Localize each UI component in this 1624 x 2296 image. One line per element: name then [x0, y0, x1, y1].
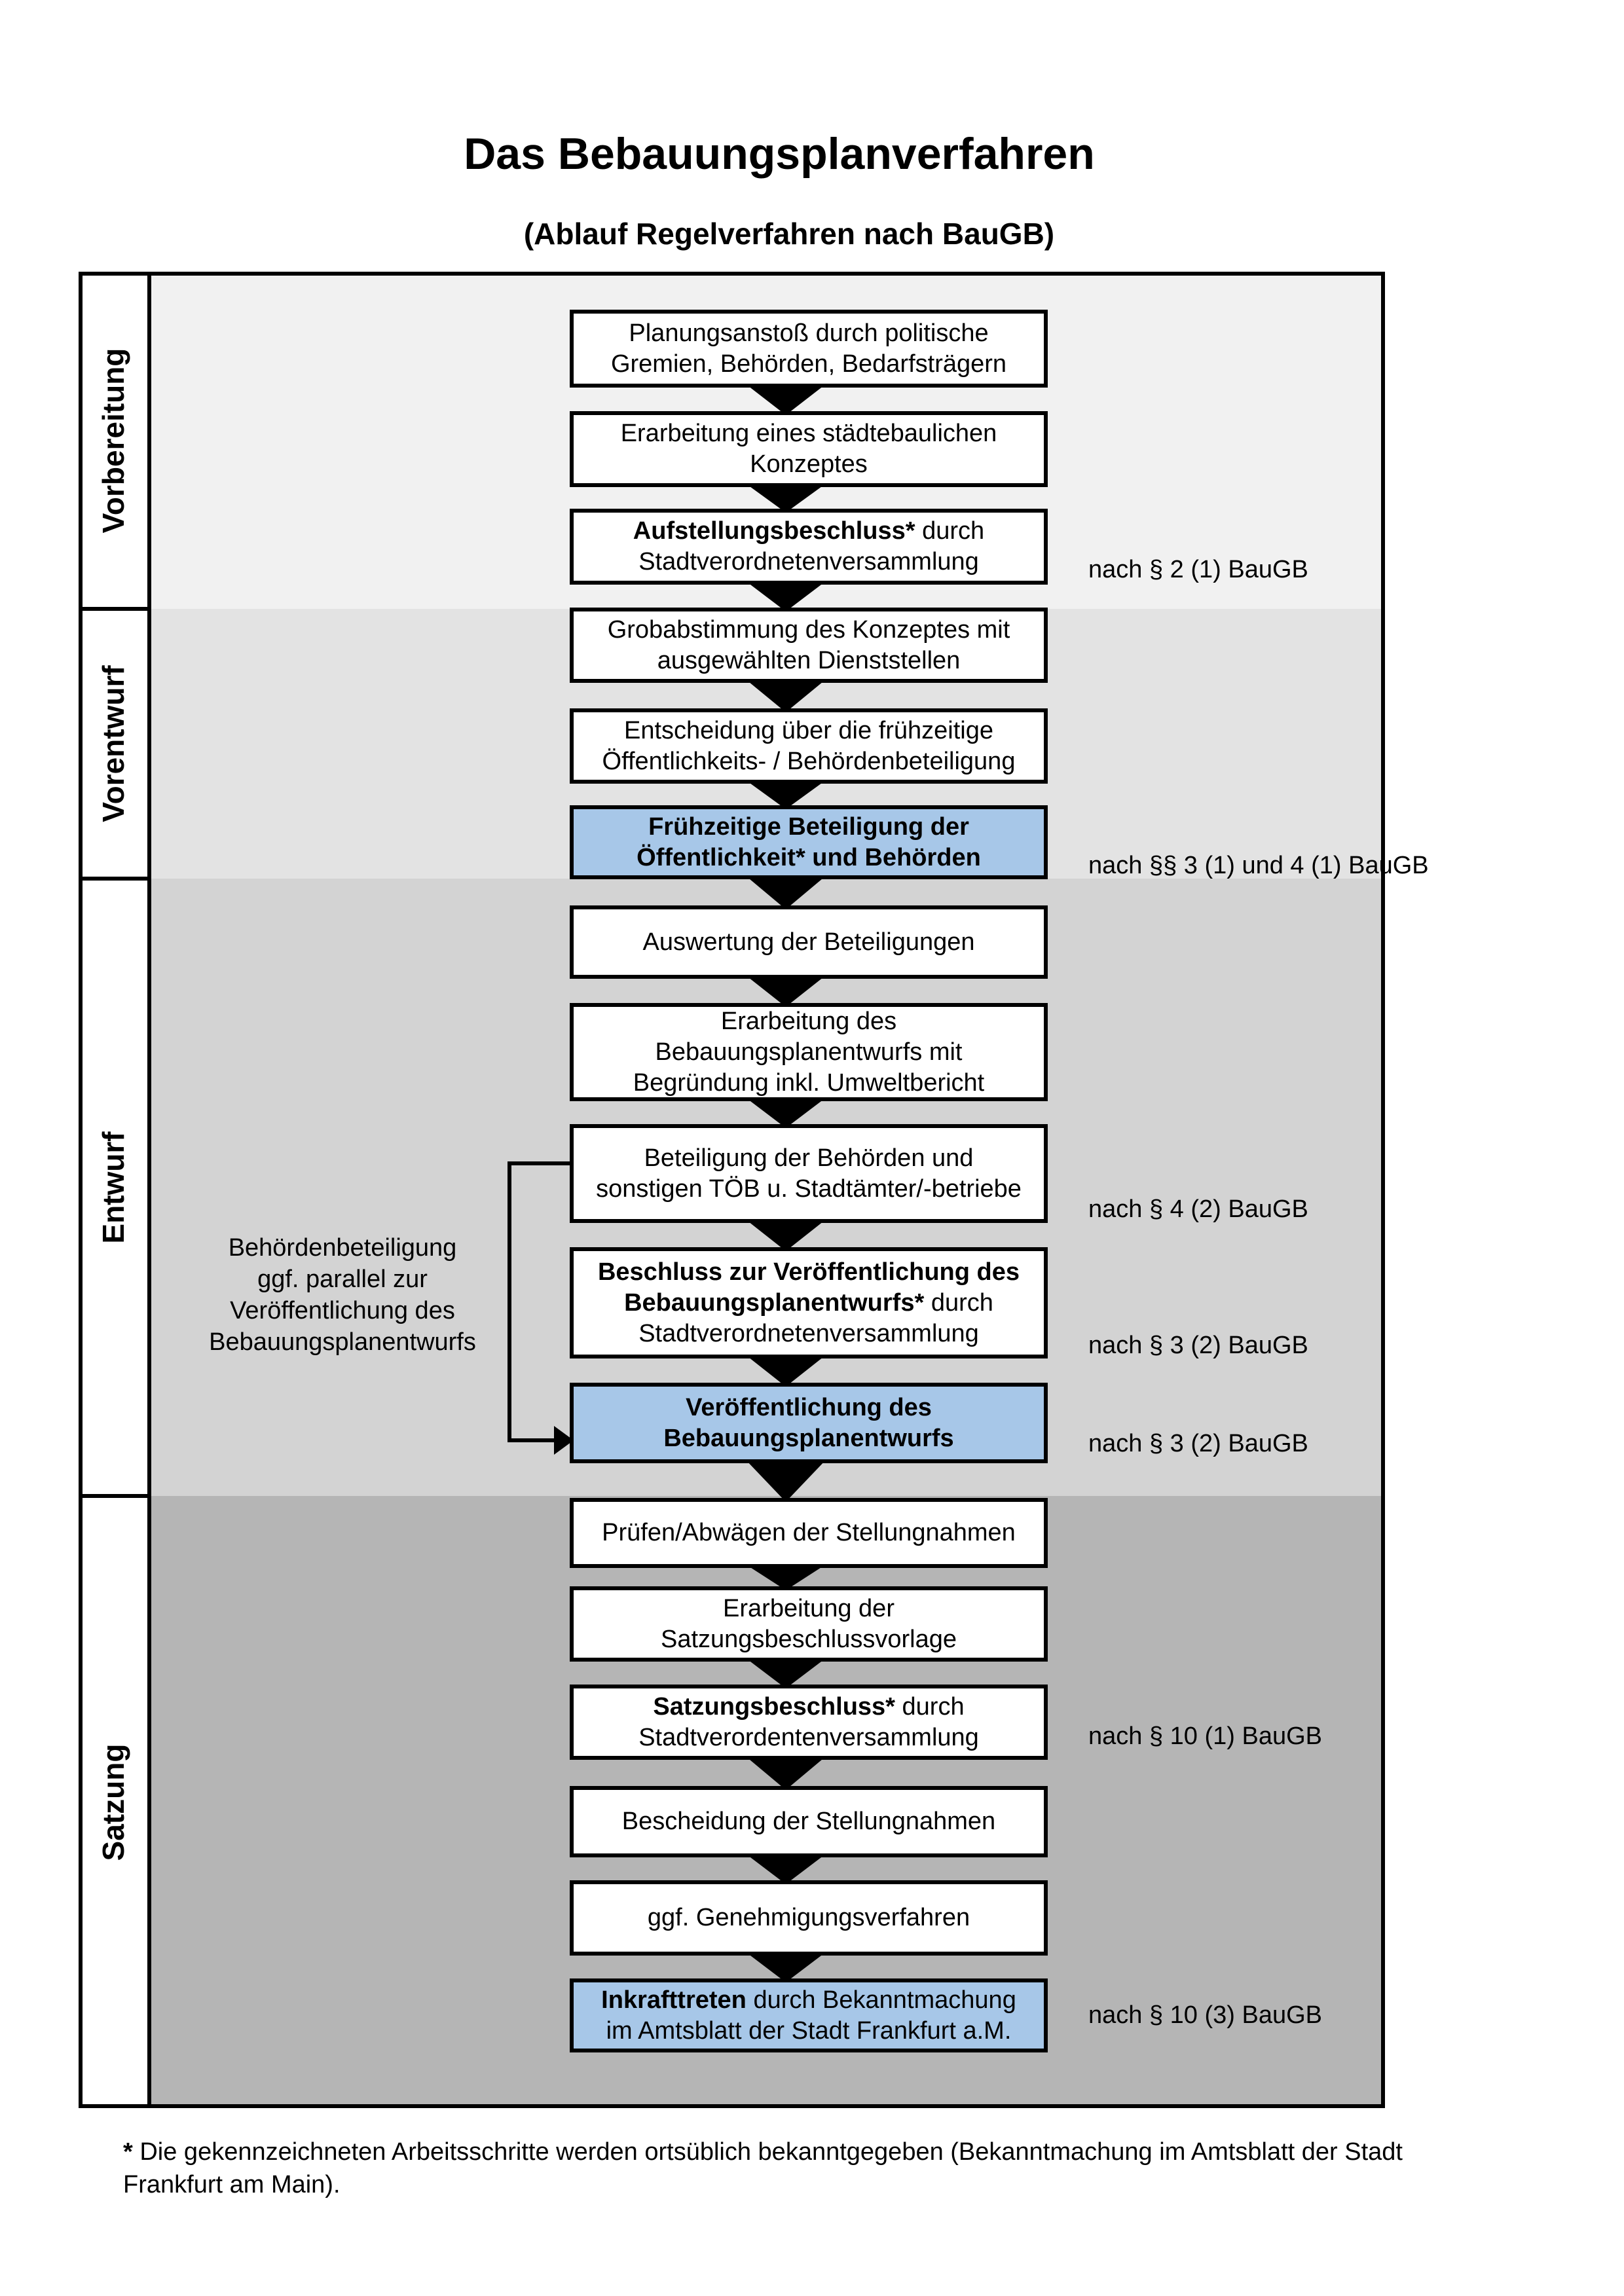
phase-label-column-divider	[147, 272, 151, 2108]
phase-row-separator	[81, 877, 151, 881]
flow-arrow-down-icon	[745, 1564, 826, 1590]
flow-step-auswertung-beteiligungen: Auswertung der Beteiligungen	[570, 905, 1048, 979]
phase-row-separator	[81, 1494, 151, 1498]
legal-reference: nach § 10 (1) BauGB	[1088, 1722, 1322, 1750]
phase-label-column	[83, 276, 147, 2104]
legal-reference: nach § 3 (2) BauGB	[1088, 1430, 1308, 1457]
flow-arrow-down-icon	[745, 1097, 826, 1128]
flow-arrow-down-icon	[745, 679, 826, 712]
phase-label-entwurf: Entwurf	[96, 1131, 130, 1244]
flow-arrow-down-icon	[745, 1952, 826, 1982]
page-subtitle: (Ablauf Regelverfahren nach BauGB)	[523, 217, 1055, 251]
flow-arrow-down-icon	[745, 384, 826, 415]
footnote-text: Die gekennzeichneten Arbeitsschritte wer…	[123, 2138, 1403, 2198]
flow-step-pruefen-abwaegen: Prüfen/Abwägen der Stellungnahmen	[570, 1498, 1048, 1568]
legal-reference: nach § 10 (3) BauGB	[1088, 2001, 1322, 2029]
phase-row-separator	[81, 607, 151, 611]
flow-arrow-down-icon	[745, 1219, 826, 1251]
flow-arrow-down-icon	[745, 780, 826, 809]
legal-reference: nach § 2 (1) BauGB	[1088, 556, 1308, 583]
flow-arrow-down-icon	[745, 1459, 826, 1502]
flow-arrow-down-icon	[745, 1756, 826, 1790]
flow-arrow-down-icon	[745, 581, 826, 611]
flow-arrow-down-icon	[745, 975, 826, 1007]
flow-arrow-down-icon	[745, 875, 826, 909]
flow-step-bescheidung-stellungnahmen: Bescheidung der Stellungnahmen	[570, 1786, 1048, 1857]
footnote: * Die gekennzeichneten Arbeitsschritte w…	[123, 2136, 1472, 2201]
parallel-connector-vertical-segment	[507, 1161, 511, 1442]
phase-label-vorentwurf: Vorentwurf	[96, 665, 130, 822]
flow-arrow-down-icon	[745, 1658, 826, 1688]
flow-arrow-down-icon	[745, 483, 826, 513]
phase-label-vorbereitung: Vorbereitung	[96, 348, 130, 533]
flow-step-genehmigungsverfahren: ggf. Genehmigungsverfahren	[570, 1880, 1048, 1956]
parallel-connector-top-segment	[507, 1161, 574, 1165]
parallel-connector-bottom-segment	[507, 1438, 557, 1442]
flow-arrow-down-icon	[745, 1853, 826, 1884]
phase-label-satzung: Satzung	[96, 1743, 130, 1861]
page-title: Das Bebauungsplanverfahren	[464, 129, 1095, 179]
legal-reference: nach § 3 (2) BauGB	[1088, 1332, 1308, 1359]
flow-arrow-down-icon	[745, 1355, 826, 1387]
legal-reference: nach §§ 3 (1) und 4 (1) BauGB	[1088, 852, 1429, 879]
footnote-asterisk: *	[123, 2138, 133, 2166]
legal-reference: nach § 4 (2) BauGB	[1088, 1195, 1308, 1223]
